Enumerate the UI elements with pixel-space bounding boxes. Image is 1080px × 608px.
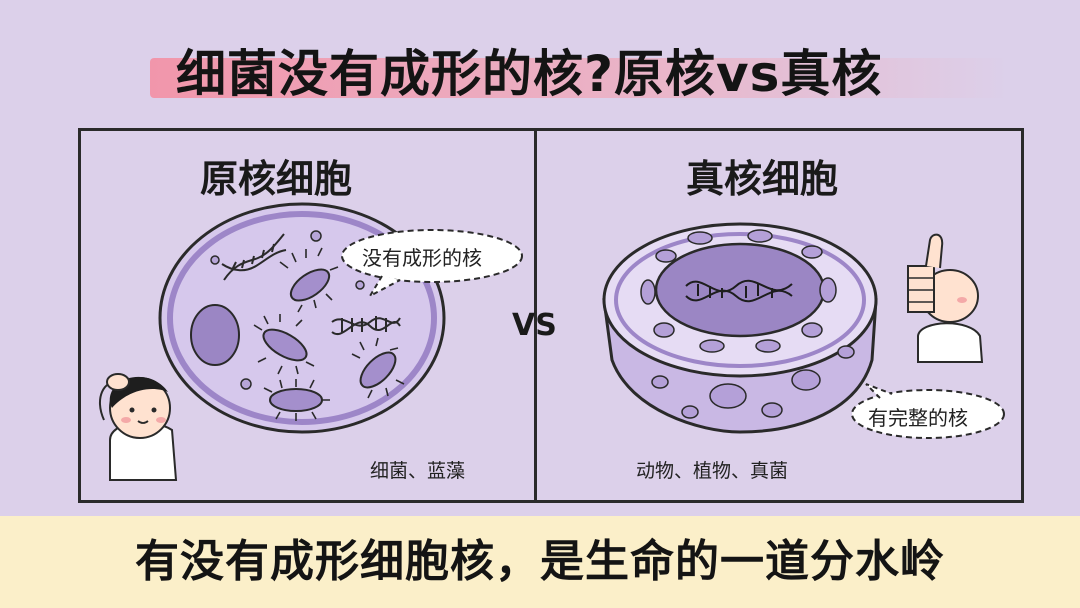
eukaryotic-cell xyxy=(602,222,878,434)
organelles xyxy=(640,229,855,419)
speech-bubble-right xyxy=(851,383,1005,439)
heading-eukaryote: 真核细胞 xyxy=(686,157,839,201)
ribosome-blob xyxy=(190,304,240,366)
bacteria-hairs xyxy=(253,247,405,421)
title-highlight xyxy=(150,58,1010,98)
bubble-text-right: 有完整的核 xyxy=(868,406,968,430)
dna-icon-nucleus xyxy=(685,279,793,303)
bottom-banner xyxy=(0,516,1080,608)
thinking-person xyxy=(99,373,178,481)
bubble-text-left: 没有成形的核 xyxy=(362,246,482,270)
vs-label: VS xyxy=(512,308,557,343)
page-title: 细菌没有成形的核?原核vs真核 xyxy=(176,45,883,103)
thumbs-up-person xyxy=(907,233,984,363)
speech-bubble-left xyxy=(341,229,523,299)
panel-divider xyxy=(534,128,537,503)
heading-prokaryote: 原核细胞 xyxy=(200,157,353,201)
caption-eukaryote: 动物、植物、真菌 xyxy=(636,460,789,482)
nucleus xyxy=(654,242,826,338)
bacteria-icon xyxy=(262,268,397,412)
dna-icon xyxy=(221,233,401,335)
bottom-caption: 有没有成形细胞核，是生命的一道分水岭 xyxy=(135,536,945,587)
comparison-panel xyxy=(78,128,1024,503)
caption-prokaryote: 细菌、蓝藻 xyxy=(370,460,466,482)
